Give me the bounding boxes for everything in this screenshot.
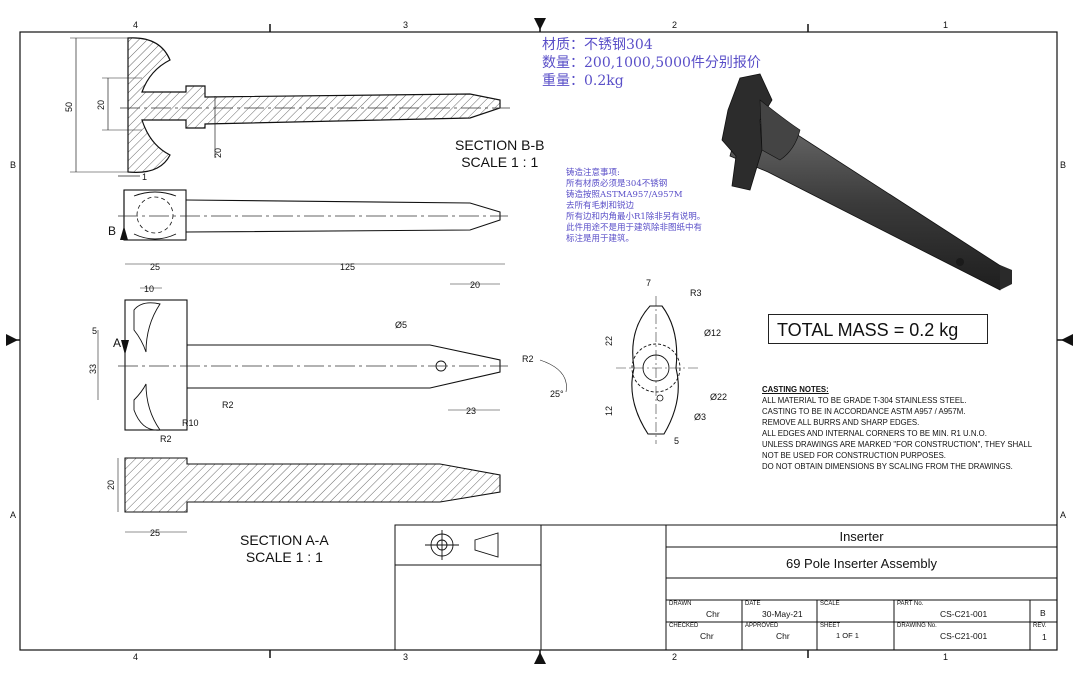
cn-note-line: 此件用途不是用于建筑除非图纸中有 [566, 223, 703, 233]
dim-r2-tip: R2 [522, 354, 534, 364]
zone-label-right-a: A [1060, 510, 1066, 520]
section-b-b-scale: SCALE 1 : 1 [461, 154, 539, 170]
total-mass-box: TOTAL MASS = 0.2 kg [768, 314, 988, 344]
cn-note-line: 所有材质必须是304不锈钢 [566, 179, 668, 189]
part-no-value: CS-C21-001 [940, 609, 988, 619]
spec-cn-block: 材质：不锈钢304 数量：200,1000,5000件分别报价 重量：0.2kg [542, 36, 761, 90]
dim-20-head: 20 [96, 100, 106, 110]
dim-phi3: Ø3 [694, 412, 706, 422]
dim-33: 33 [88, 364, 98, 374]
dim-23: 23 [466, 406, 476, 416]
spec-quantity: 数量：200,1000,5000件分别报价 [542, 55, 761, 71]
zone-label-bottom-1: 1 [943, 652, 948, 662]
dim-10: 10 [144, 284, 154, 294]
dim-125: 125 [340, 262, 355, 272]
sheet-label: SHEET [820, 623, 841, 629]
section-a-a-view [117, 457, 501, 533]
date-label: DATE [745, 601, 761, 607]
rev-value: 1 [1042, 632, 1047, 642]
dim-phi22: Ø22 [710, 392, 727, 402]
section-a-marker: A [113, 336, 121, 350]
dim-5-end: 5 [674, 436, 679, 446]
checked-label: CHECKED [669, 623, 699, 629]
drawing-no-label: DRAWING No. [897, 623, 937, 629]
casting-note-line: ALL EDGES AND INTERNAL CORNERS TO BE MIN… [762, 429, 987, 438]
cn-note-line: 标注是用于建筑。 [566, 234, 635, 244]
zone-label-top-4: 4 [133, 20, 138, 30]
section-a-a-title: SECTION A-A [240, 532, 329, 548]
dim-5: 5 [92, 326, 97, 336]
casting-note-line: ALL MATERIAL TO BE GRADE T-304 STAINLESS… [762, 396, 967, 405]
casting-notes-cn: 铸造注意事项: 所有材质必须是304不锈钢 铸造按照ASTMA957/A957M… [566, 168, 705, 245]
zone-label-bottom-4: 4 [133, 652, 138, 662]
dim-angle-25: 25° [550, 389, 564, 399]
casting-note-line: REMOVE ALL BURRS AND SHARP EDGES. [762, 418, 920, 427]
section-a-a-caption: SECTION A-A SCALE 1 : 1 [240, 532, 329, 566]
casting-notes-en: CASTING NOTES: ALL MATERIAL TO BE GRADE … [762, 384, 1032, 472]
zone-label-top-1: 1 [943, 20, 948, 30]
dim-r3: R3 [690, 288, 702, 298]
dim-1: 1 [142, 172, 147, 182]
top-view [97, 263, 567, 431]
end-view [616, 296, 700, 444]
dim-7: 7 [646, 278, 651, 288]
dim-r2-hook: R2 [222, 400, 234, 410]
sheet-value: 1 OF 1 [836, 631, 859, 640]
zone-label-bottom-2: 2 [672, 652, 677, 662]
section-b-b-view [70, 37, 510, 177]
cn-note-line: 铸造按照ASTMA957/A957M [566, 190, 683, 200]
part-no-label: PART No. [897, 601, 924, 607]
section-a-a-scale: SCALE 1 : 1 [245, 549, 323, 565]
zone-label-bottom-3: 3 [403, 652, 408, 662]
cn-note-line: 所有边和内角最小R1除非另有说明。 [566, 212, 706, 222]
dim-phi12: Ø12 [704, 328, 721, 338]
dim-20-shank: 20 [213, 148, 223, 158]
casting-notes-title: CASTING NOTES: [762, 385, 829, 394]
title-block-title: Inserter [839, 529, 884, 544]
dim-12-end: 12 [604, 406, 614, 416]
casting-note-line: UNLESS DRAWINGS ARE MARKED "FOR CONSTRUC… [762, 440, 1033, 449]
dim-r2-lower: R2 [160, 434, 172, 444]
section-b-b-caption: SECTION B-B SCALE 1 : 1 [455, 137, 544, 171]
approved-label: APPROVED [745, 623, 779, 629]
zone-label-left-a: A [10, 510, 16, 520]
date-value: 30-May-21 [762, 609, 803, 619]
zone-label-top-3: 3 [403, 20, 408, 30]
casting-note-line: NOT BE USED FOR CONSTRUCTION PURPOSES. [762, 451, 946, 460]
dim-50: 50 [64, 102, 74, 112]
title-block-subtitle: 69 Pole Inserter Assembly [785, 556, 938, 571]
drawn-label: DRAWN [669, 601, 692, 607]
centering-arrows [6, 18, 1073, 664]
section-b-marker: B [108, 224, 116, 238]
isometric-part-render [721, 73, 1012, 291]
checked-value: Chr [700, 631, 714, 641]
title-block-grid [394, 524, 1058, 651]
dim-25-section-a: 25 [150, 528, 160, 538]
approved-value: Chr [776, 631, 790, 641]
section-b-b-title: SECTION B-B [455, 137, 545, 153]
rev-label: REV. [1033, 623, 1047, 629]
side-view-upper [118, 189, 508, 241]
projection-symbol-icon [425, 530, 499, 560]
drawn-value: Chr [706, 609, 720, 619]
casting-note-line: CASTING TO BE IN ACCORDANCE ASTM A957 / … [762, 407, 966, 416]
dim-20-tip: 20 [470, 280, 480, 290]
cn-note-line: 铸造注意事项: [566, 168, 620, 178]
dim-20-section-a: 20 [106, 480, 116, 490]
dim-22-end: 22 [604, 336, 614, 346]
scale-label: SCALE [820, 601, 840, 607]
spec-weight: 重量：0.2kg [542, 73, 624, 89]
casting-note-line: DO NOT OBTAIN DIMENSIONS BY SCALING FROM… [762, 462, 1013, 471]
dim-phi5: Ø5 [395, 320, 407, 330]
sheet-size-value: B [1040, 608, 1046, 618]
dim-r10: R10 [182, 418, 199, 428]
drawing-no-value: CS-C21-001 [940, 631, 988, 641]
spec-material: 材质：不锈钢304 [542, 37, 653, 53]
dim-25-top: 25 [150, 262, 160, 272]
zone-label-right-b: B [1060, 160, 1066, 170]
zone-label-left-b: B [10, 160, 16, 170]
zone-label-top-2: 2 [672, 20, 677, 30]
cn-note-line: 去所有毛刺和锐边 [566, 201, 635, 211]
